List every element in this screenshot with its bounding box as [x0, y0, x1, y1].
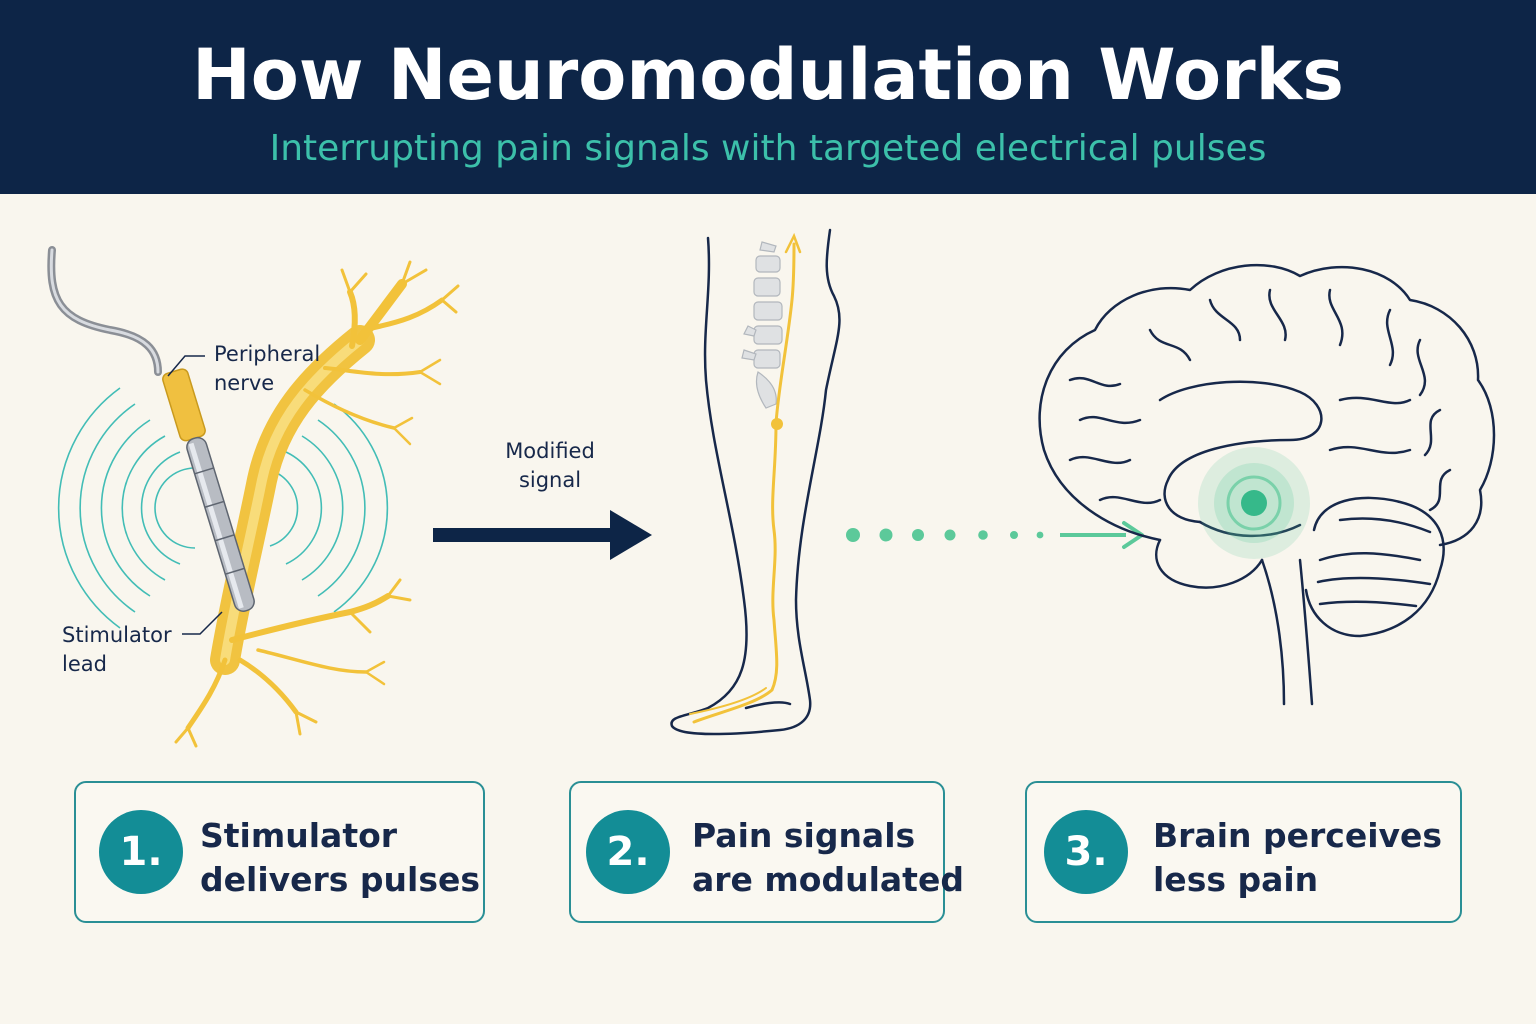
- stimulator-lead-label-line1: Stimulator: [62, 623, 172, 647]
- step-text-line2: are modulated: [692, 860, 964, 899]
- modified-signal-arrow: [433, 510, 652, 560]
- peripheral-nerve-label: Peripheral nerve: [214, 340, 320, 398]
- label-leader-lines: [167, 355, 223, 635]
- step-card-2: 2. Pain signals are modulated: [569, 781, 964, 923]
- peripheral-nerve-label-line1: Peripheral: [214, 342, 321, 366]
- diagram-illustration: [47, 228, 1496, 748]
- signal-dots-arrow: [846, 521, 1144, 549]
- brain-target-glow-icon: [1198, 447, 1310, 559]
- step-text: Brain perceives less pain: [1153, 814, 1442, 902]
- stimulator-lead-label-line2: lead: [62, 652, 107, 676]
- page-title: How Neuromodulation Works: [192, 34, 1344, 116]
- step-text-line1: Stimulator: [200, 816, 398, 855]
- peripheral-nerve-label-line2: nerve: [214, 371, 275, 395]
- step-number-badge: 1.: [99, 810, 183, 894]
- step-text-line1: Brain perceives: [1153, 816, 1443, 855]
- step-text-line2: delivers pulses: [200, 860, 481, 899]
- modified-signal-label-line1: Modified: [505, 439, 595, 463]
- pulse-waves-icon: [57, 387, 389, 629]
- modified-signal-label: Modified signal: [480, 437, 620, 495]
- stimulator-lead-icon: [47, 246, 255, 612]
- step-text: Stimulator delivers pulses: [200, 814, 480, 902]
- leg-outline-icon: [670, 228, 841, 736]
- spine-vertebrae-icon: [741, 241, 783, 409]
- step-text-line1: Pain signals: [692, 816, 916, 855]
- step-card-3: 3. Brain perceives less pain: [1025, 781, 1462, 923]
- brain-outline-icon: [1038, 263, 1496, 706]
- header-banner: How Neuromodulation Works Interrupting p…: [0, 0, 1536, 194]
- step-text-line2: less pain: [1153, 860, 1319, 899]
- page-subtitle: Interrupting pain signals with targeted …: [269, 128, 1267, 169]
- pain-signal-path-icon: [689, 232, 802, 724]
- modified-signal-label-line2: signal: [518, 468, 582, 492]
- step-text: Pain signals are modulated: [692, 814, 964, 902]
- step-number-badge: 3.: [1044, 810, 1128, 894]
- step-card-1: 1. Stimulator delivers pulses: [74, 781, 485, 923]
- step-number-badge: 2.: [586, 810, 670, 894]
- stimulator-lead-label: Stimulator lead: [62, 621, 172, 679]
